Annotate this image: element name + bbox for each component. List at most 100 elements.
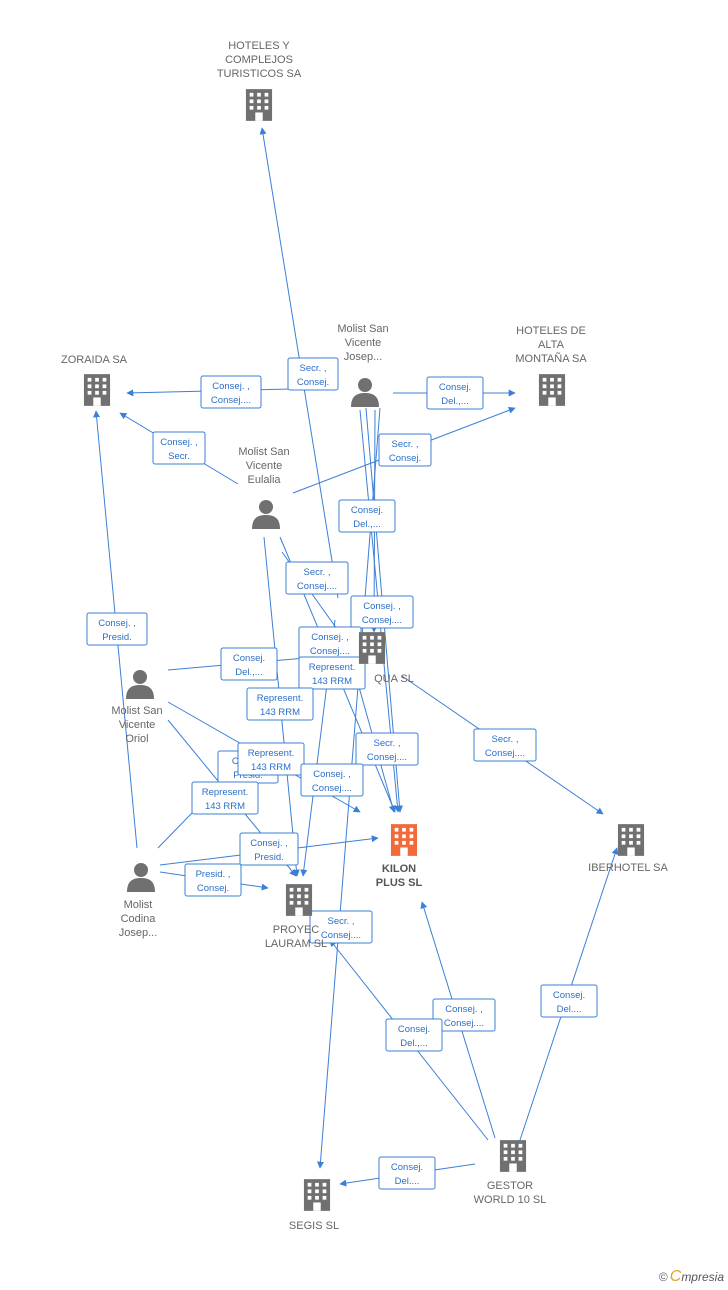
node-label: Vicente <box>246 460 283 472</box>
edge-label-text: Represent. <box>257 693 303 704</box>
node-label: Josep... <box>344 351 383 363</box>
building-icon <box>245 89 273 121</box>
edge-label-text: Presid. <box>254 852 284 863</box>
node-label: TURISTICOS SA <box>217 68 302 80</box>
edge-label-box <box>200 375 262 409</box>
edge-label-box <box>385 1018 443 1052</box>
edge-label-text: Consej. <box>197 883 229 894</box>
edge-label-19[interactable]: Consej. , Presid. <box>239 832 299 866</box>
edge-label-text: Consej.... <box>362 615 402 626</box>
edge-label-text: Secr. <box>168 451 190 462</box>
edge-label-text: Del.... <box>395 1176 420 1187</box>
node-label: GESTOR <box>487 1180 533 1192</box>
edge-label-10[interactable]: Consej. Del.,... <box>220 647 278 681</box>
edge-label-text: Consej. , <box>311 632 349 643</box>
node-label: QUA SL <box>374 673 414 685</box>
edge-label-box <box>237 742 305 776</box>
edge-label-text: Consej.... <box>485 748 525 759</box>
edge-label-3[interactable]: Consej. , Secr. <box>152 431 206 465</box>
edge-label-13[interactable]: Secr. ,Consej.... <box>355 732 419 766</box>
edge-label-0[interactable]: Secr. ,Consej. <box>287 357 339 391</box>
edge-label-text: Secr. , <box>374 738 401 749</box>
edge-label-text: Consej.... <box>310 646 350 657</box>
node-p-codina[interactable]: MolistCodinaJosep... <box>119 863 158 939</box>
edge-label-25[interactable]: Consej.Del.... <box>378 1156 436 1190</box>
edge-label-9[interactable]: Consej. , Consej.... <box>298 626 362 660</box>
edge-label-text: Consej. , <box>160 437 198 448</box>
brand-logo-text: mpresia <box>681 1270 724 1284</box>
node-label: Eulalia <box>247 474 281 486</box>
edge-label-box <box>540 984 598 1018</box>
nodes-layer: HOTELES Y COMPLEJOS TURISTICOS SA ZORAIDA S… <box>61 40 669 1232</box>
node-label: COMPLEJOS <box>225 54 293 66</box>
edge-label-2[interactable]: Consej.Del.,... <box>426 376 484 410</box>
node-iberhotel[interactable]: IBERHOTEL SA <box>588 824 668 874</box>
copyright-symbol: © <box>658 1270 668 1284</box>
edge-label-20[interactable]: Presid. , Consej. <box>184 863 242 897</box>
building-icon <box>390 824 418 856</box>
building-icon <box>617 824 645 856</box>
edge-label-text: Del.,... <box>353 519 380 530</box>
edge-label-22[interactable]: Consej. ,Consej.... <box>432 998 496 1032</box>
edge-label-text: 143 RRM <box>251 762 291 773</box>
node-label: ALTA <box>538 339 565 351</box>
edge-label-16[interactable]: Represent. 143 RRM <box>237 742 305 776</box>
node-label: SEGIS SL <box>289 1220 339 1232</box>
person-icon <box>252 500 280 529</box>
node-label: Molist San <box>337 323 388 335</box>
edge-label-5[interactable]: Consej.Del.,... <box>338 499 396 533</box>
node-label: Molist San <box>238 446 289 458</box>
edge-label-12[interactable]: Represent. 143 RRM <box>246 687 314 721</box>
edge-label-text: Consej.... <box>444 1018 484 1029</box>
edge-label-14[interactable]: Secr. ,Consej.... <box>473 728 537 762</box>
edge-label-text: Consej.... <box>321 930 361 941</box>
edge-label-23[interactable]: Consej.Del.,... <box>385 1018 443 1052</box>
edge-label-text: Presid. , <box>196 869 231 880</box>
edge-label-text: Del.,... <box>235 667 262 678</box>
edge-label-text: Represent. <box>248 748 294 759</box>
edge-label-17[interactable]: Consej. ,Consej.... <box>300 763 364 797</box>
node-label: HOTELES Y <box>228 40 290 52</box>
edge-label-box <box>355 732 419 766</box>
node-p-josep[interactable]: Molist SanVicenteJosep... <box>337 323 389 407</box>
edge-label-text: Consej. , <box>98 618 136 629</box>
node-hoteles-complejos[interactable]: HOTELES Y COMPLEJOS TURISTICOS SA <box>217 40 302 121</box>
edge-label-8[interactable]: Consej. ,Presid. <box>86 612 148 646</box>
edge-label-text: 143 RRM <box>260 707 300 718</box>
brand-logo-initial: C <box>669 1268 682 1285</box>
edge-label-text: Secr. , <box>392 439 419 450</box>
edge-label-7[interactable]: Consej. ,Consej.... <box>350 595 414 629</box>
edge-label-box <box>378 1156 436 1190</box>
edge-label-21[interactable]: Secr. , Consej.... <box>309 910 373 944</box>
edge-label-18[interactable]: Represent.143 RRM <box>191 781 259 815</box>
building-icon <box>285 884 313 916</box>
edge-label-text: Consej.... <box>312 783 352 794</box>
edge-label-box <box>338 499 396 533</box>
edge-label-box <box>191 781 259 815</box>
node-label: Molist <box>124 899 153 911</box>
edge-label-text: Consej. <box>233 653 265 664</box>
edge-label-6[interactable]: Secr. ,Consej.... <box>285 561 349 595</box>
edge-label-24[interactable]: Consej.Del.... <box>540 984 598 1018</box>
edge-label-4[interactable]: Secr. ,Consej. <box>378 433 432 467</box>
node-label: IBERHOTEL SA <box>588 862 668 874</box>
node-label: Vicente <box>119 719 156 731</box>
node-label: Codina <box>121 913 157 925</box>
edge-label-text: Secr. , <box>304 567 331 578</box>
node-segis[interactable]: SEGIS SL <box>289 1179 339 1232</box>
edge-label-1[interactable]: Consej. ,Consej.... <box>200 375 262 409</box>
edge-label-text: Secr. , <box>328 916 355 927</box>
edge-label-text: Del.,... <box>441 396 468 407</box>
edge-label-text: Consej. , <box>250 838 288 849</box>
node-aqua[interactable]: QUA SL <box>358 632 414 685</box>
node-zoraida[interactable]: ZORAIDA SA <box>61 354 128 406</box>
edge-label-11[interactable]: Represent.143 RRM <box>298 656 366 690</box>
edge-label-box <box>246 687 314 721</box>
